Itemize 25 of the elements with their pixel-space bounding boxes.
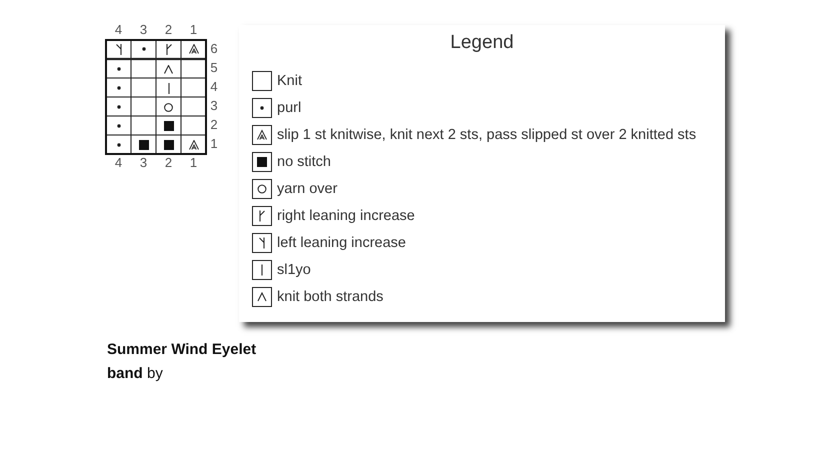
row-number: 2 [209,118,219,132]
legend-text: sl1yo [277,261,311,280]
row-number: 6 [209,42,219,56]
column-number: 3 [138,23,148,37]
legend-text: yarn over [277,180,338,199]
row-number: 3 [209,99,219,113]
legend-text: no stitch [277,153,331,172]
legend-text: right leaning increase [277,207,415,226]
legend-text: slip 1 st knitwise, knit next 2 sts, pass slipped st over 2 knitted sts [277,126,696,145]
column-number: 1 [188,23,198,37]
column-number: 2 [164,23,174,37]
column-number: 1 [188,156,198,170]
legend-heading: Legend [450,32,514,54]
legend-text: Knit [277,72,302,91]
column-number: 2 [164,156,174,170]
row-number: 1 [209,137,219,151]
legend-text: knit both strands [277,288,384,307]
column-number: 4 [114,23,124,37]
row-number: 5 [209,61,219,75]
legend-text: left leaning increase [277,234,406,253]
column-number: 3 [138,156,148,170]
row-number: 4 [209,80,219,94]
legend-text: purl [277,99,302,118]
pattern-title: Summer Wind Eyelet band by [107,340,258,384]
column-number: 4 [114,156,124,170]
